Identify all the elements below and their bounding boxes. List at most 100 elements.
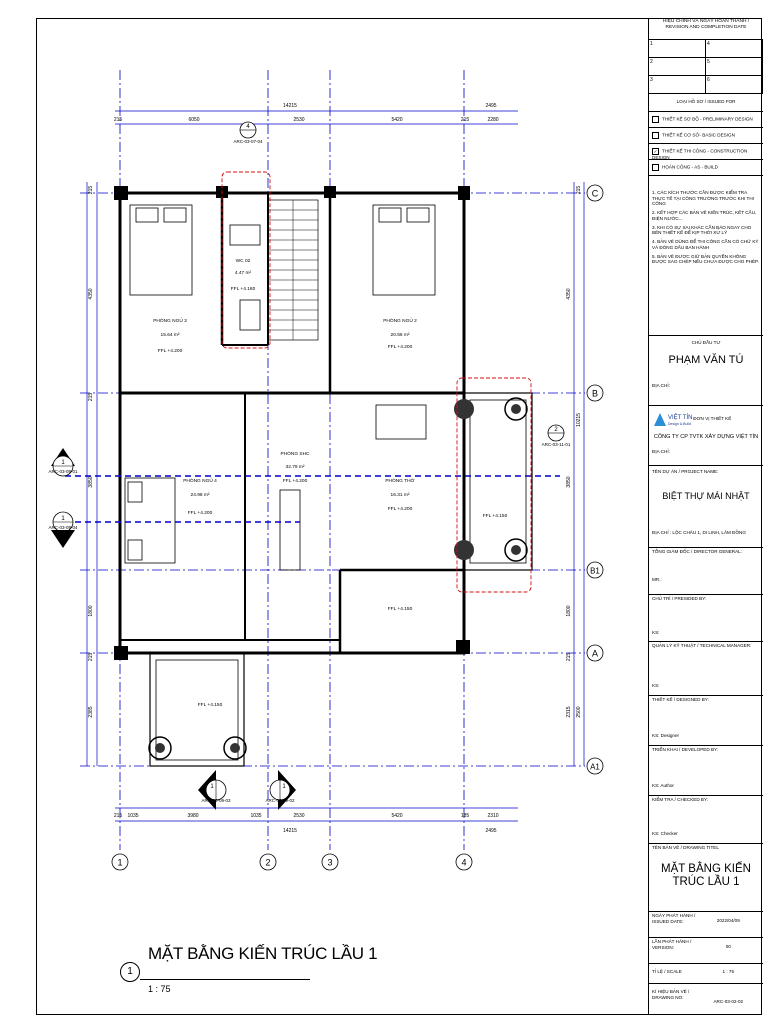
project-label: TÊN DỰ ÁN / PROJECT NAME: — [652, 469, 719, 474]
dim-bottom-seg: 5420 — [391, 813, 402, 819]
svg-text:1: 1 — [210, 784, 214, 790]
designed-label: THIẾT KẾ / DESIGNED BY: — [652, 697, 709, 702]
drawing-title-underline — [140, 979, 310, 980]
checkbox-icon[interactable] — [652, 164, 659, 171]
issued-option[interactable]: THIẾT KẾ SƠ BỘ - PRELIMINARY DESIGN — [649, 112, 763, 128]
dimension-text-vertical: 215 4350 215 3850 1800 215 2385 215 4350… — [88, 186, 582, 718]
dimension-lines — [86, 110, 585, 822]
viet-tin-logo: VIỆT TÍN Design & Build — [654, 413, 692, 426]
designed-value: KS: Designer — [652, 732, 680, 738]
grid-bubble-row-a1: A1 — [586, 757, 604, 775]
dim-top-seg: 2280 — [487, 117, 498, 123]
section-tag-left-1: 1 ARC-03-09-01 — [48, 448, 78, 477]
room-name: PHÒNG NGỦ 3 — [153, 317, 187, 324]
issued-option[interactable]: ✓THIẾT KẾ THI CÔNG - CONSTRUCTION DESIGN — [649, 144, 763, 160]
section-tag-left-2: 1 ARC-03-09-04 — [48, 511, 78, 548]
room-name: PHÒNG NGỦ 2 — [383, 317, 417, 324]
furniture — [124, 204, 436, 571]
dim-bottom-seg: 1035 — [127, 813, 138, 819]
svg-text:ARC-03-09-04: ARC-03-09-04 — [48, 525, 78, 530]
presided-label: CHỦ TRÌ / PRESIDED BY: — [652, 596, 707, 601]
svg-text:2: 2 — [265, 858, 270, 868]
section-tag-right: 2 ARC-03-11-01 — [542, 424, 571, 447]
room-level: FFL +4.180 — [231, 286, 256, 292]
scale-row: TỈ LỆ / SCALE 1 : 75 — [649, 964, 763, 984]
svg-text:4: 4 — [246, 124, 250, 130]
checkbox-icon[interactable] — [652, 132, 659, 139]
section-tag-bottom-1: 1 ARC-03-09-03 — [198, 770, 231, 810]
checkbox-icon[interactable] — [652, 116, 659, 123]
version-row: LẦN PHÁT HÀNH / VERSION: 00 — [649, 938, 763, 964]
svg-text:ARC-03-07-04: ARC-03-07-04 — [233, 139, 263, 144]
drawing-sheet-border — [36, 18, 762, 1015]
revision-header: HIỆU CHỈNH VÀ NGÀY HOÀN THÀNH / REVISION… — [649, 18, 763, 40]
dim-top-seg: 5420 — [391, 117, 402, 123]
grid-bubble-col-2: 2 — [259, 853, 277, 871]
dim-bottom-seg: 3980 — [187, 813, 198, 819]
room-area: 16.31 m² — [391, 492, 410, 498]
svg-text:B1: B1 — [590, 567, 600, 576]
grid-bubble-row-a: A — [586, 644, 604, 662]
presided-block: CHỦ TRÌ / PRESIDED BY: KS: — [649, 595, 763, 642]
director-block: TỔNG GIÁM ĐỐC / DIRECTOR GENERAL: MR.: — [649, 548, 763, 595]
revision-cell: 3 — [649, 76, 706, 94]
grid-bubble-row-b: B — [586, 384, 604, 402]
company-name: CÔNG TY CP TVTK XÂY DỰNG VIỆT TÍN — [653, 434, 759, 440]
dimension-text: 14215 2495 215 6050 2530 5420 215 2280 2… — [114, 103, 499, 834]
columns — [114, 186, 528, 760]
issued-option[interactable]: HOÀN CÔNG - AS - BUILD — [649, 160, 763, 176]
dim-right-seg: 215 — [576, 186, 582, 195]
drawing-number-bubble: 1 — [120, 962, 140, 982]
stair-treads — [268, 200, 318, 340]
checkbox-checked-icon[interactable]: ✓ — [652, 148, 659, 155]
room-name: PHÒNG SHC — [280, 450, 310, 457]
room-area: 32.79 m² — [286, 464, 305, 470]
designed-block: THIẾT KẾ / DESIGNED BY: KS: Designer — [649, 696, 763, 746]
svg-text:1: 1 — [282, 784, 286, 790]
grid-bubble-row-c: C — [586, 184, 604, 202]
dim-top-seg: 215 — [461, 117, 470, 123]
svg-text:4: 4 — [461, 858, 466, 868]
issued-for-header: LOẠI HỒ SƠ / ISSUED FOR — [649, 94, 763, 112]
dim-left-seg: 215 — [88, 393, 94, 402]
dim-right-seg: 10215 — [576, 413, 582, 427]
svg-text:B: B — [592, 389, 598, 399]
section-tag-top: 4 ARC-03-07-04 — [233, 121, 263, 144]
section-tags: 4 ARC-03-07-04 2 ARC-03-11-01 1 ARC-03-0… — [48, 121, 571, 810]
dim-right-seg: 1800 — [566, 605, 572, 616]
dim-right-seg: 3850 — [566, 476, 572, 487]
level-tag: FFL +4.150 — [483, 513, 508, 519]
room-level: FFL +4.200 — [388, 344, 413, 350]
issued-option[interactable]: THIẾT KẾ CƠ SỞ- BASIC DESIGN — [649, 128, 763, 144]
grid-bubble-col-3: 3 — [321, 853, 339, 871]
svg-text:2: 2 — [554, 427, 558, 433]
grid-bubble-col-4: 4 — [455, 853, 473, 871]
drawing-title-value: MẶT BẰNG KIẾN TRÚC LẦU 1 — [661, 862, 751, 888]
dim-top-seg: 6050 — [188, 117, 199, 123]
svg-text:1: 1 — [61, 460, 65, 466]
dim-left-seg: 3850 — [88, 476, 94, 487]
checked-value: KS: Checker — [652, 830, 678, 836]
note-item: 2. KẾT HỢP CÁC BẢN VẼ KIẾN TRÚC, KẾT CẤU… — [652, 210, 757, 221]
technical-label: QUẢN LÝ KỸ THUẬT / TECHNICAL MANAGER: — [652, 643, 752, 648]
svg-text:ARC-03-09-03: ARC-03-09-03 — [201, 798, 231, 803]
grid-bubble-col-1: 1 — [111, 853, 129, 871]
svg-text:3: 3 — [327, 858, 332, 868]
dim-top-overall-left: 14215 — [283, 103, 297, 109]
dim-top-seg: 215 — [114, 117, 123, 123]
drawing-no-row: KÍ HIỆU BẢN VẼ / DRAWING NO: ARC-03-02-0… — [649, 984, 763, 1015]
grid-bubble-row-b1: B1 — [586, 561, 604, 579]
designer-address-label: ĐỊA CHỈ: — [652, 448, 670, 454]
project-name: BIỆT THỰ MÁI NHẬT — [662, 490, 750, 501]
walls — [118, 191, 533, 767]
dim-left-seg: 4350 — [88, 288, 94, 299]
title-block: HIỆU CHỈNH VÀ NGÀY HOÀN THÀNH / REVISION… — [648, 18, 763, 1015]
room-area: 4.47 m² — [235, 270, 252, 276]
svg-text:1: 1 — [61, 516, 65, 522]
dim-bottom-overall-right: 2495 — [485, 828, 496, 834]
project-address: ĐỊA CHỈ : LỘC CHÂU 1, DI LINH, LÂM ĐỒNG — [652, 529, 746, 535]
dim-bottom-seg: 2310 — [487, 813, 498, 819]
owner-address-label: ĐỊA CHỈ: — [652, 383, 670, 389]
svg-text:ARC-03-09-02: ARC-03-09-02 — [265, 798, 295, 803]
svg-text:A1: A1 — [590, 763, 600, 772]
